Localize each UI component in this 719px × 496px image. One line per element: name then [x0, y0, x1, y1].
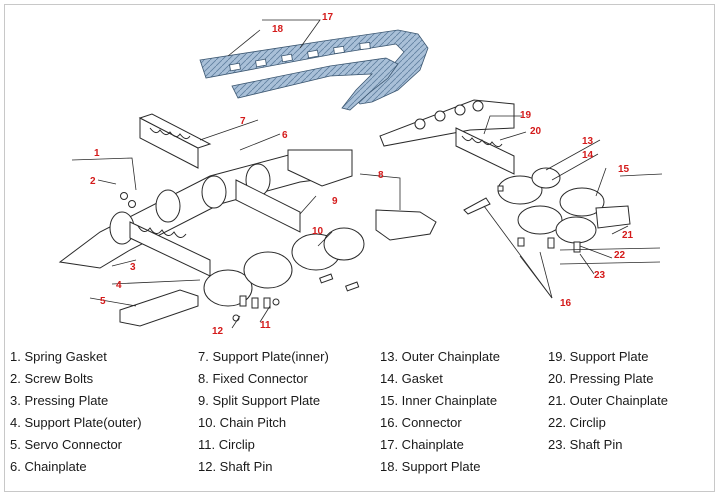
callout-8: 8 — [378, 170, 384, 181]
callout-10: 10 — [312, 226, 324, 237]
callout-2: 2 — [90, 176, 96, 187]
legend-item: 20. Pressing Plate — [548, 371, 654, 386]
callout-19: 19 — [520, 110, 532, 121]
legend-item: 9. Split Support Plate — [198, 393, 321, 408]
legend-item: 2. Screw Bolts — [10, 371, 94, 386]
legend-item: 22. Circlip — [548, 415, 606, 430]
legend-item: 8. Fixed Connector — [198, 371, 308, 386]
callout-20: 20 — [530, 126, 542, 137]
legend-item: 18. Support Plate — [380, 459, 481, 474]
callout-21: 21 — [622, 230, 634, 241]
callout-14: 14 — [582, 150, 594, 161]
legend-item: 14. Gasket — [380, 371, 443, 386]
callout-22: 22 — [614, 250, 626, 261]
callout-13: 13 — [582, 136, 594, 147]
legend-item: 11. Circlip — [198, 437, 255, 452]
connector-assembly — [379, 99, 631, 253]
exploded-drawing: 1 2 3 4 5 6 7 8 9 10 11 12 13 14 15 16 1… — [58, 12, 663, 337]
legend-item: 23. Shaft Pin — [548, 437, 623, 452]
legend-column-2: 7. Support Plate(inner) 8. Fixed Connect… — [198, 346, 329, 478]
callout-18: 18 — [272, 24, 284, 35]
legend-item: 16. Connector — [380, 415, 462, 430]
legend-item: 15. Inner Chainplate — [380, 393, 498, 408]
callout-17: 17 — [322, 12, 334, 23]
legend-column-1: 1. Spring Gasket 2. Screw Bolts 3. Press… — [10, 346, 142, 478]
legend-item: 1. Spring Gasket — [10, 349, 107, 364]
servo-connector-assembly — [58, 113, 437, 327]
legend-item: 19. Support Plate — [548, 349, 649, 364]
leader-lines — [71, 19, 663, 329]
legend-column-4: 19. Support Plate 20. Pressing Plate 21.… — [548, 346, 668, 456]
callout-3: 3 — [130, 262, 136, 273]
callout-15: 15 — [618, 164, 630, 175]
callout-5: 5 — [100, 296, 106, 307]
callout-11: 11 — [260, 320, 271, 331]
cable-chain-assembly — [199, 29, 429, 111]
legend-item: 12. Shaft Pin — [198, 459, 273, 474]
callout-16: 16 — [560, 298, 572, 309]
callout-7: 7 — [240, 116, 246, 127]
callout-23: 23 — [594, 270, 606, 281]
legend-item: 7. Support Plate(inner) — [198, 349, 329, 364]
legend-item: 6. Chainplate — [10, 459, 87, 474]
callout-labels: 1 2 3 4 5 6 7 8 9 10 11 12 13 14 15 16 1… — [90, 12, 634, 337]
callout-12: 12 — [212, 326, 224, 337]
legend-column-3: 13. Outer Chainplate 14. Gasket 15. Inne… — [380, 346, 500, 478]
legend-item: 10. Chain Pitch — [198, 415, 287, 430]
callout-4: 4 — [116, 280, 122, 291]
legend-item: 17. Chainplate — [380, 437, 464, 452]
callout-1: 1 — [94, 148, 100, 159]
legend-item: 5. Servo Connector — [10, 437, 123, 452]
legend-item: 21. Outer Chainplate — [548, 393, 668, 408]
legend-item: 13. Outer Chainplate — [380, 349, 500, 364]
legend-item: 3. Pressing Plate — [10, 393, 109, 408]
legend-item: 4. Support Plate(outer) — [10, 415, 142, 430]
parts-legend: 1. Spring Gasket 2. Screw Bolts 3. Press… — [10, 346, 710, 486]
callout-6: 6 — [282, 130, 288, 141]
callout-9: 9 — [332, 196, 338, 207]
